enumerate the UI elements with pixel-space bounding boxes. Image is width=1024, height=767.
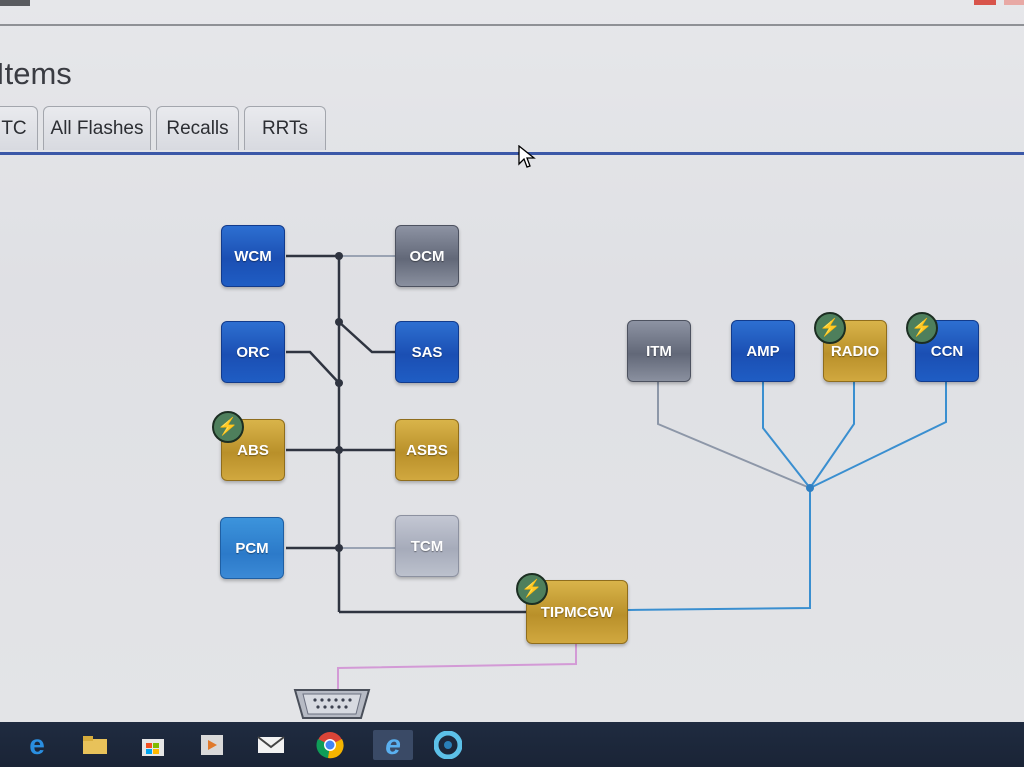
network-wiring [286, 252, 947, 690]
lightning-bolt-icon[interactable]: ⚡ [212, 411, 244, 443]
tab-recalls[interactable]: Recalls [156, 106, 239, 150]
module-pcm[interactable]: PCM [220, 517, 284, 579]
media-player-icon[interactable] [197, 730, 227, 760]
header-divider [0, 24, 1024, 26]
blue-bus [627, 382, 947, 611]
module-sas[interactable]: SAS [395, 321, 459, 383]
tab-tc[interactable]: TC [0, 106, 38, 150]
diagnostic-line [337, 644, 577, 690]
mail-icon[interactable] [256, 730, 286, 760]
chrome-icon[interactable] [315, 730, 345, 760]
edge-icon[interactable]: e [29, 729, 45, 760]
tab-all-flashes[interactable]: All Flashes [43, 106, 151, 150]
window-control[interactable] [974, 0, 996, 5]
lightning-bolt-icon[interactable]: ⚡ [906, 312, 938, 344]
module-asbs[interactable]: ASBS [395, 419, 459, 481]
light-bus [339, 255, 396, 549]
bus-nodes [335, 252, 343, 552]
gray-branch [657, 382, 811, 489]
module-itm[interactable]: ITM [627, 320, 691, 382]
dark-bus [286, 254, 527, 614]
module-ocm[interactable]: OCM [395, 225, 459, 287]
module-orc[interactable]: ORC [221, 321, 285, 383]
app-icon[interactable] [433, 730, 463, 760]
lightning-bolt-icon[interactable]: ⚡ [516, 573, 548, 605]
window-control-edge [1004, 0, 1024, 5]
module-amp[interactable]: AMP [731, 320, 795, 382]
screen: Items TC All Flashes Recalls RRTs [0, 0, 1024, 722]
internet-explorer-icon[interactable]: e [373, 729, 413, 760]
module-wcm[interactable]: WCM [221, 225, 285, 287]
page-title: Items [0, 56, 72, 91]
window-edge [0, 0, 30, 6]
taskbar: e e [0, 722, 1024, 767]
mouse-pointer-icon [518, 145, 536, 168]
lightning-bolt-icon[interactable]: ⚡ [814, 312, 846, 344]
obd-connector-icon[interactable] [293, 686, 371, 722]
tab-rrts[interactable]: RRTs [244, 106, 326, 150]
module-tcm[interactable]: TCM [395, 515, 459, 577]
file-explorer-icon[interactable] [80, 730, 110, 760]
store-icon[interactable] [138, 730, 168, 760]
blue-bus-node [806, 484, 814, 492]
tab-underline [0, 152, 1024, 155]
